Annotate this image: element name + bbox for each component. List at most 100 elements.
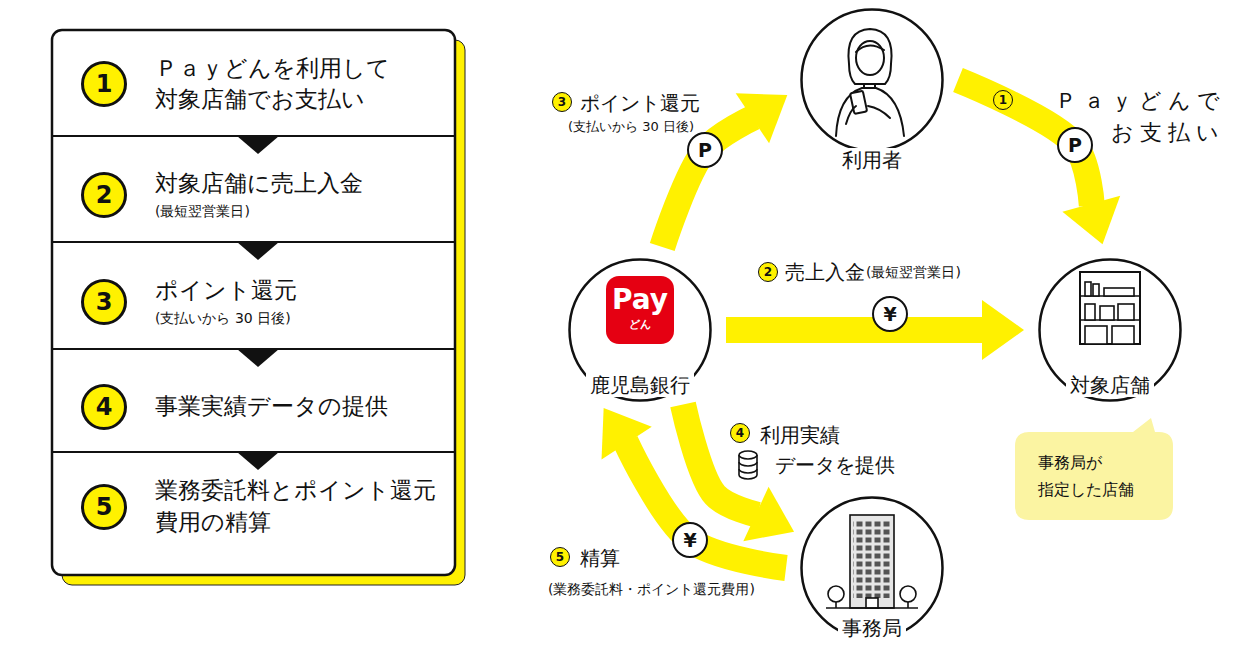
database-top	[739, 451, 757, 459]
tree	[828, 586, 844, 602]
user-figure	[836, 29, 904, 136]
callout-shape	[1015, 418, 1173, 520]
note-text: (業務委託料・ポイント還元費用)	[548, 581, 755, 599]
step-arrow	[237, 242, 279, 260]
user-face	[856, 41, 884, 75]
office-building	[826, 515, 918, 608]
arrow-head	[743, 487, 794, 541]
logo-text: Pay	[612, 283, 668, 317]
step-arrow-head	[237, 136, 279, 154]
step-arrow	[237, 452, 279, 470]
edge-label: 売上入金	[785, 259, 865, 286]
step-text-column: 事業実績データの提供	[155, 365, 445, 448]
step-title: Ｐａｙどんを利用して 対象店舗でお支払い	[155, 53, 445, 115]
edge-label: Ｐａｙどんで お支払い	[1055, 85, 1225, 149]
arrow-head	[736, 93, 788, 143]
step-number: 1	[81, 61, 127, 107]
database-band	[739, 462, 757, 473]
node-label: 対象店舗	[1066, 373, 1154, 397]
arrow-shaft	[626, 441, 786, 568]
flow-symbol: ¥	[672, 522, 708, 558]
callout-number: 1	[993, 90, 1013, 110]
callout-shape-svg	[1015, 432, 1173, 520]
note-text: (支払いから 30 日後)	[568, 118, 694, 136]
step-text-column: 業務委託料とポイント還元 費用の精算	[155, 468, 445, 545]
step-title: ポイント還元	[155, 275, 445, 306]
step-row: 4 事業実績データの提供	[60, 365, 445, 448]
step-number: 3	[81, 279, 127, 325]
step-title: 業務委託料とポイント還元 費用の精算	[155, 475, 445, 537]
flow-symbol: ¥	[872, 296, 908, 332]
building-body	[850, 515, 894, 608]
step-title: 事業実績データの提供	[155, 391, 445, 422]
step-text-column: 対象店舗に売上入金(最短翌営業日)	[155, 152, 445, 238]
callout-number: 3	[552, 92, 572, 112]
ground-line	[826, 607, 918, 609]
node-label: 鹿児島銀行	[586, 373, 694, 397]
shelf-item	[1093, 284, 1099, 296]
step-number: 2	[81, 172, 127, 218]
circle-outline	[1040, 260, 1181, 401]
shelf-item	[1085, 304, 1095, 320]
arrow-head	[982, 300, 1024, 360]
shelf-item	[1085, 326, 1107, 344]
arrow-head	[602, 408, 652, 460]
step-arrow-head	[237, 349, 279, 367]
user-hair	[848, 29, 891, 84]
user-arm	[846, 106, 856, 124]
logo-text: どん	[629, 318, 651, 331]
user-arm	[868, 106, 890, 118]
step-note: (支払いから 30 日後)	[155, 309, 445, 329]
flow-symbol: P	[687, 132, 723, 168]
step-row: 1 Ｐａｙどんを利用して 対象店舗でお支払い	[60, 36, 445, 132]
step-arrow	[237, 349, 279, 367]
step-number: 5	[81, 484, 127, 530]
step-note: (最短翌営業日)	[155, 202, 445, 222]
callout-number: 4	[730, 423, 750, 443]
tree	[900, 586, 916, 602]
arrow-shaft	[726, 317, 984, 343]
shelf-item	[1118, 304, 1134, 320]
step-row: 3 ポイント還元 (支払いから 30 日後)	[60, 258, 445, 345]
shelf-frame	[1080, 272, 1140, 344]
step-row: 5 業務委託料とポイント還元 費用の精算	[60, 468, 445, 545]
arrow-shaft	[662, 117, 754, 247]
step-text-column: ポイント還元 (支払いから 30 日後)	[155, 258, 445, 345]
shop-shelf	[1080, 272, 1140, 344]
callout-bubble: 事務局が 指定した店舗	[1015, 432, 1173, 520]
shelf-item	[1104, 288, 1134, 296]
step-text-column: Ｐａｙどんを利用して 対象店舗でお支払い	[155, 36, 445, 132]
step-row: 2 対象店舗に売上入金(最短翌営業日)	[60, 152, 445, 238]
database-icon	[739, 451, 757, 479]
arrow-head	[1062, 196, 1120, 244]
node-label: 利用者	[838, 148, 906, 172]
shelf-item	[1112, 326, 1134, 344]
steps-panel	[52, 30, 455, 575]
callout-number: 5	[550, 547, 570, 567]
flow-symbol: P	[1057, 127, 1093, 163]
edge-label: ポイント還元	[580, 90, 700, 117]
building-windows	[853, 520, 891, 598]
arrow-shaft	[683, 404, 758, 514]
step-number: 4	[81, 384, 127, 430]
pay-logo	[606, 276, 674, 344]
edge-label: 精算	[580, 545, 620, 572]
shelf-item	[1085, 282, 1091, 296]
building-door	[866, 598, 878, 608]
step-arrow	[237, 136, 279, 154]
user-bangs	[856, 45, 884, 52]
flow-arrow	[662, 93, 787, 247]
flow-arrow	[602, 408, 786, 568]
circle-outline	[802, 10, 943, 151]
node-label: 事務局	[838, 616, 906, 640]
circle-outline	[570, 260, 711, 401]
callout-number: 2	[758, 262, 778, 282]
step-arrow-head	[237, 242, 279, 260]
shelf-item	[1100, 306, 1114, 320]
user-body	[836, 88, 904, 136]
step-arrow-head	[237, 452, 279, 470]
edge-label: 利用実績 データを提供	[760, 420, 930, 480]
callout-text: 事務局が 指定した店舗	[1038, 449, 1150, 503]
note-text: (最短翌営業日)	[866, 264, 961, 282]
